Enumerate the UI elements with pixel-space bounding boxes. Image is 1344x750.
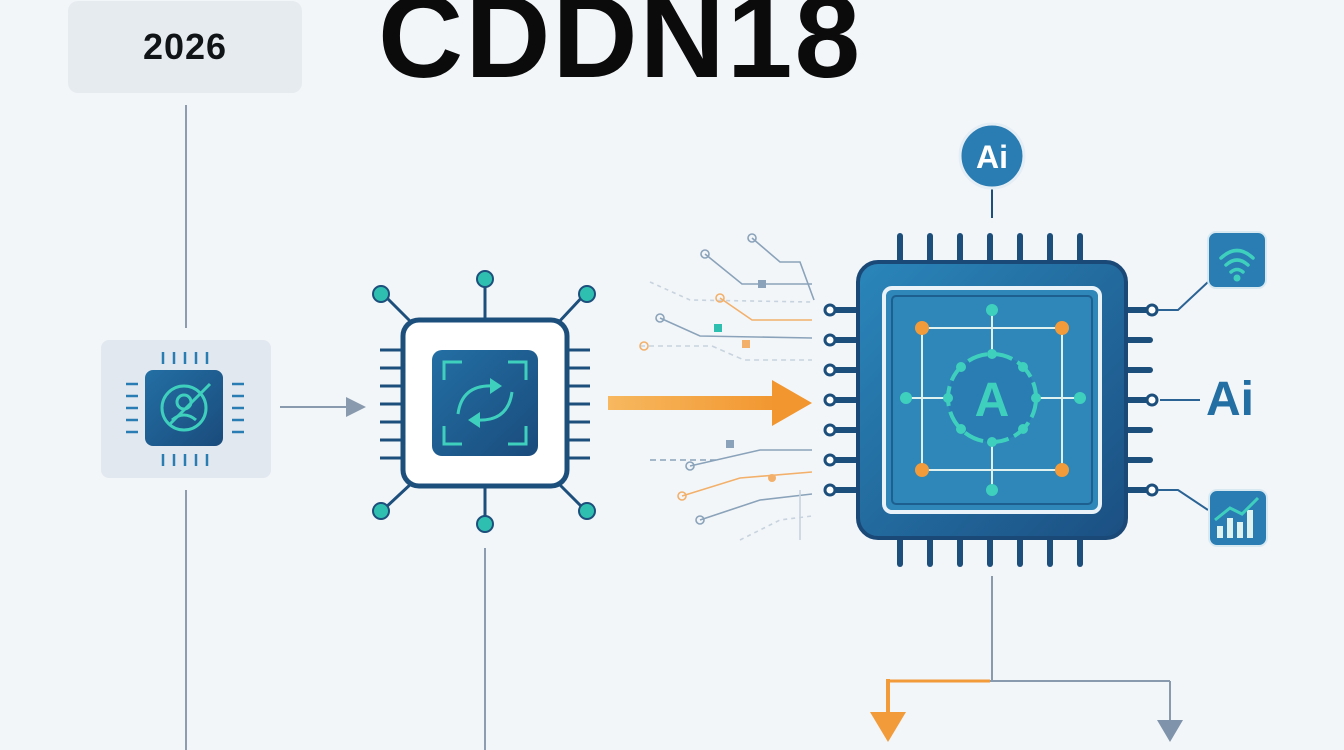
- right-connectors: [1158, 281, 1209, 511]
- page-title: CDDN18: [378, 0, 863, 103]
- circuit-traces: [640, 237, 815, 541]
- ai-side-label: Ai: [1206, 373, 1254, 426]
- orange-arrow: [608, 380, 812, 426]
- orange-down-arrow: [870, 712, 906, 742]
- wifi-icon: [1207, 231, 1267, 289]
- cpu-chip-icon: [101, 340, 271, 478]
- gray-down-arrow: [1157, 720, 1183, 742]
- output-branches: [870, 576, 1183, 742]
- core-chip-letter: A: [975, 374, 1010, 427]
- bar-chart-icon: [1208, 489, 1268, 547]
- core-chip-pin-tips: [823, 303, 1159, 497]
- year-label: 2026: [142, 26, 228, 67]
- circuit-nodes: [639, 233, 776, 525]
- ai-badge-label: Ai: [976, 139, 1008, 175]
- gray-arrow: [280, 397, 366, 417]
- ai-badge: Ai: [958, 122, 1026, 218]
- sync-chip-icon: [372, 270, 596, 533]
- ai-core-chip-icon: A: [856, 260, 1128, 540]
- year-badge: 2026: [68, 1, 302, 93]
